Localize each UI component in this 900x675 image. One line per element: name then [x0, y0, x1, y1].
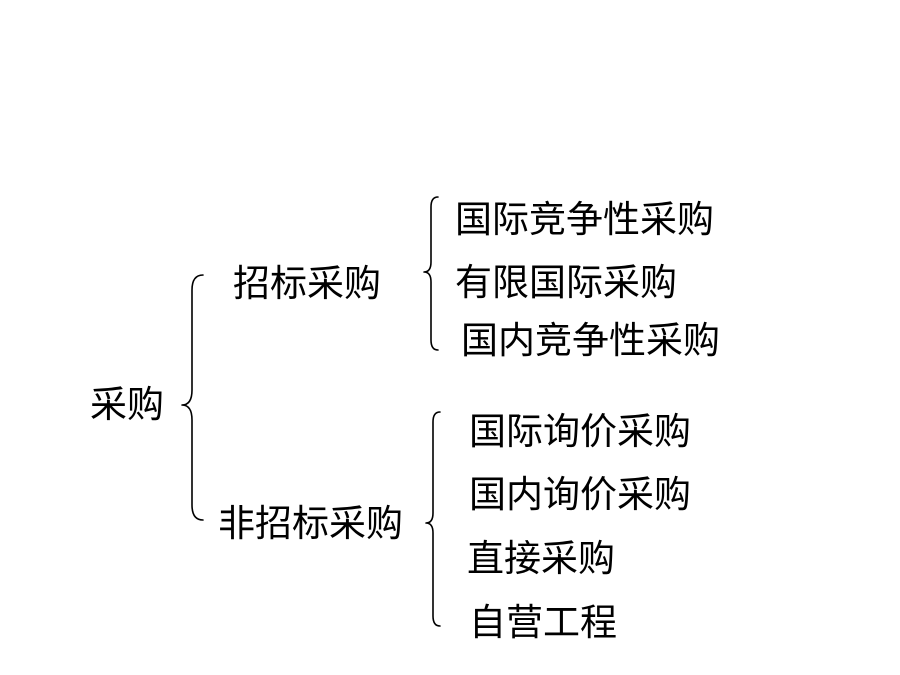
root-label: 采购 — [90, 383, 164, 426]
non-tender-item-force-account: 自营工程 — [469, 601, 617, 644]
non-tender-label: 非招标采购 — [218, 502, 403, 545]
non-tender-item-international-shopping: 国际询价采购 — [469, 410, 691, 453]
tender-item-domestic-competitive: 国内竞争性采购 — [461, 319, 720, 362]
non-tender-item-direct-contracting: 直接采购 — [467, 537, 615, 580]
tender-item-international-competitive: 国际竞争性采购 — [455, 198, 714, 241]
tender-brace — [423, 196, 439, 351]
non-tender-item-domestic-shopping: 国内询价采购 — [469, 473, 691, 516]
root-brace — [181, 274, 204, 521]
tender-item-limited-international: 有限国际采购 — [455, 261, 677, 304]
tender-label: 招标采购 — [233, 262, 381, 305]
non-tender-brace — [425, 411, 441, 627]
